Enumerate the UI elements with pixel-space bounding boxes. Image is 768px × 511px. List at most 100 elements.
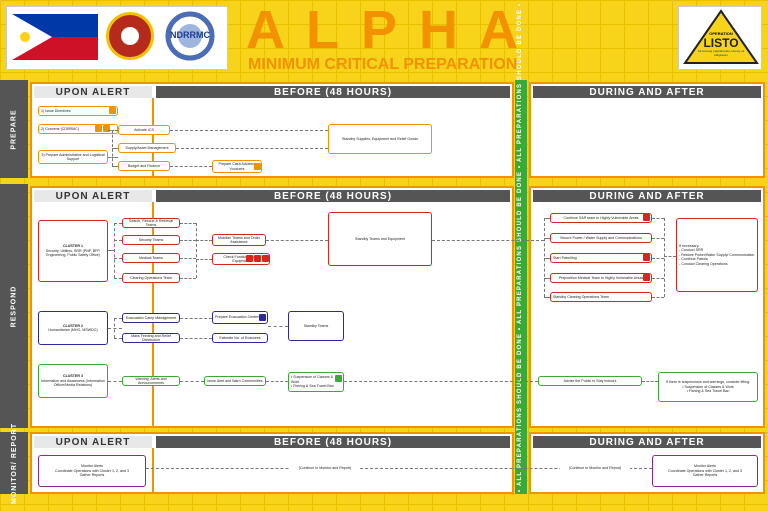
- during-item-patrol-text: Start Patrolling: [553, 255, 577, 260]
- during-medical-icon: [643, 274, 650, 281]
- lifting-box: If there is suspensions and warnings, co…: [658, 372, 758, 402]
- preparation-divider: [515, 80, 527, 494]
- during-item-medical: Preposition Medical Team to Highly Vulne…: [550, 273, 652, 283]
- c1-item-medical-text: Medical Teams: [139, 255, 163, 260]
- monitor-divider-line: [152, 448, 154, 494]
- if-necessary-title: If necessary:: [679, 243, 700, 248]
- advise-box: Advise the Public to Stay Indoors: [538, 376, 642, 386]
- convene-icon-2: [103, 125, 110, 132]
- during-connector: [652, 238, 664, 239]
- during-connector: [432, 240, 544, 241]
- c3-connector: [266, 381, 288, 382]
- respond-connector: [108, 250, 114, 251]
- listo-main-text: LISTO: [703, 36, 739, 50]
- convene-box: 2) Convene (CDRRMC): [38, 124, 118, 134]
- respond-connector: [196, 223, 197, 278]
- respond-connector: [114, 258, 122, 259]
- c1-item-clearing-text: Clearing Operations Team: [130, 275, 172, 280]
- band-monitor: MONITOR/ REPORT: [0, 423, 28, 503]
- respond-panel-left: [30, 186, 514, 428]
- monitor-left-box: Monitor Alerts Coordinate Operations wit…: [38, 455, 146, 487]
- cluster-1-box: CLUSTER 1 Security, Utilities, SRR (PNP,…: [38, 220, 108, 282]
- c2-item-mass-feeding-text: Mass Feeding and Relief Distribution: [131, 333, 171, 342]
- suspension-text: • Suspension of Classes & Work: [291, 375, 334, 384]
- standby-teams-box: Standby Teams and Equipment: [328, 212, 432, 266]
- prepare-connector: [112, 148, 118, 149]
- during-connector: [544, 297, 550, 298]
- preparation-divider-text: • ALL PREPARATIONS SHOULD BE DONE • ALL …: [517, 2, 523, 492]
- c2-item-mass-feeding: Mass Feeding and Relief Distribution: [122, 333, 180, 343]
- prepare-divider-line: [152, 98, 154, 178]
- c1-item-clearing: Clearing Operations Team: [122, 273, 180, 283]
- prepare-before-header: BEFORE (48 HOURS): [156, 86, 510, 98]
- prepare-connector: [108, 130, 118, 131]
- respond-connector: [180, 223, 196, 224]
- if-there-text: If there is suspensions and warnings, co…: [665, 380, 751, 385]
- standby-supplies-text: Standby Supplies, Equipment and Relief G…: [342, 136, 418, 141]
- respond-connector: [114, 240, 122, 241]
- issue-directives-icon: [109, 107, 116, 114]
- standby-teams-text: Standby Teams and Equipment: [355, 236, 405, 241]
- ocd-seal-icon: [106, 12, 154, 60]
- monitor-left-gather: Gather Reports: [79, 473, 105, 478]
- during-connector: [652, 297, 664, 298]
- respond-connector: [180, 278, 196, 279]
- during-connector: [544, 238, 550, 239]
- fishing-text: • Fishing & Sea Travel Ban: [291, 384, 334, 389]
- c1-item-security: Security Teams: [122, 235, 180, 245]
- prepare-cash-box: Prepare Cash Advance Vouchers: [212, 160, 262, 173]
- ndrrmc-logo-text: NDRRMC: [170, 30, 210, 40]
- prepare-admin-text: 3) Prepare Administrative and Logistical…: [41, 152, 105, 161]
- mobilize-text: Mobilize Teams and Order Assistance: [218, 235, 260, 244]
- issue-alert-box: Issue Alert and Warn Communities: [204, 376, 266, 386]
- c1-item-security-text: Security Teams: [138, 237, 164, 242]
- prepare-connector: [170, 166, 212, 167]
- warning-box: Warning, Alerts and Announcements: [122, 376, 180, 386]
- monitor-before-header: BEFORE (48 HOURS): [156, 436, 510, 448]
- suspension-icon: [335, 375, 342, 382]
- during-item-patrol: Start Patrolling: [550, 253, 652, 263]
- standby-teams2-text: Standby Teams: [303, 323, 329, 328]
- during-connector: [664, 218, 665, 297]
- c3-connector: [642, 381, 658, 382]
- cluster-3-body: Information and Awareness (Information O…: [41, 378, 105, 388]
- activate-ics-text: Activate ICS: [134, 127, 154, 132]
- cluster-2-box: CLUSTER 2 Humanitarian (MHO, MSWDO): [38, 311, 108, 345]
- supply-management-box: Supply/Asset Management: [118, 143, 176, 153]
- during-item-medical-text: Preposition Medical Team to Highly Vulne…: [558, 275, 644, 280]
- band-respond-label: RESPOND: [10, 285, 18, 327]
- cluster-2-body: Humanitarian (MHO, MSWDO): [48, 328, 98, 332]
- monitor-left-title: Monitor Alerts: [81, 464, 103, 469]
- prepare-connector: [170, 130, 328, 131]
- during-connector: [544, 218, 545, 297]
- c2-item-evac-camp-text: Evacuation Camp Management: [125, 315, 177, 320]
- respond-connector: [114, 278, 122, 279]
- respond-during-header: DURING AND AFTER: [533, 190, 761, 202]
- continue-monitor-2: (Continue to Monitor and Report): [560, 464, 630, 472]
- c2-connector: [108, 328, 122, 329]
- prepare-connector: [108, 157, 118, 158]
- monitor-right-gather: Gather Reports: [692, 473, 718, 478]
- during-connector: [544, 258, 550, 259]
- during-item-clearing-text: Standby Clearing Operations Team: [553, 294, 609, 299]
- c2-item-evac-camp: Evacuation Camp Management: [122, 313, 180, 323]
- prepare-evac-text: Prepare Evacuation Centers: [215, 315, 261, 320]
- cluster-3-box: CLUSTER 3 Information and Awareness (Inf…: [38, 364, 108, 398]
- operation-listo-logo: OPERATION LISTO Sa tamang paghahanda, ka…: [678, 6, 762, 70]
- prepare-panel-right: [529, 82, 765, 178]
- mobilize-box: Mobilize Teams and Order Assistance: [212, 234, 266, 246]
- prepare-during-header: DURING AND AFTER: [533, 86, 761, 98]
- standby-teams2-box: Standby Teams: [288, 311, 344, 341]
- issue-directives-text: 1) Issue Directives: [41, 108, 71, 113]
- page-title: A L P H A: [246, 0, 523, 60]
- during-connector: [544, 218, 550, 219]
- c2-connector: [114, 338, 122, 339]
- band-monitor-label: MONITOR/ REPORT: [10, 422, 18, 504]
- supply-management-text: Supply/Asset Management: [125, 145, 169, 150]
- during-connector: [544, 278, 550, 279]
- c2-connector: [114, 318, 122, 319]
- issue-directives-box: 1) Issue Directives: [38, 106, 118, 116]
- prepare-cash-text: Prepare Cash Advance Vouchers: [218, 162, 256, 171]
- band-respond: RESPOND: [0, 184, 28, 428]
- prepare-connector: [176, 148, 328, 149]
